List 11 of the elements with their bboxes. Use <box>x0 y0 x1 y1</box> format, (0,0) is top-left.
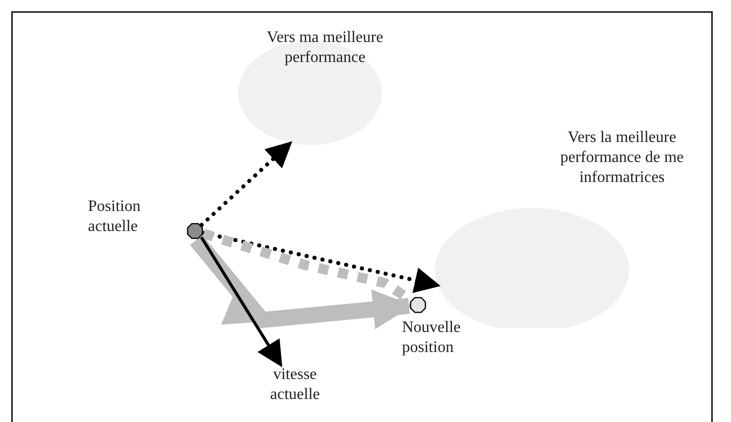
node-label: Vers la meilleure performance de me informatrices <box>559 128 685 188</box>
position-label: Position actuelle <box>88 197 142 237</box>
arrow <box>200 236 282 368</box>
dotted-arrow <box>202 231 441 293</box>
node-label: Vers ma meilleure performance <box>266 28 384 68</box>
arrow <box>190 234 410 329</box>
dotted-arrow <box>200 141 292 227</box>
position-marker <box>186 222 204 240</box>
position-marker <box>409 296 427 314</box>
position-label: Nouvelle position <box>402 318 462 358</box>
node-label: vitesse actuelle <box>269 365 321 405</box>
